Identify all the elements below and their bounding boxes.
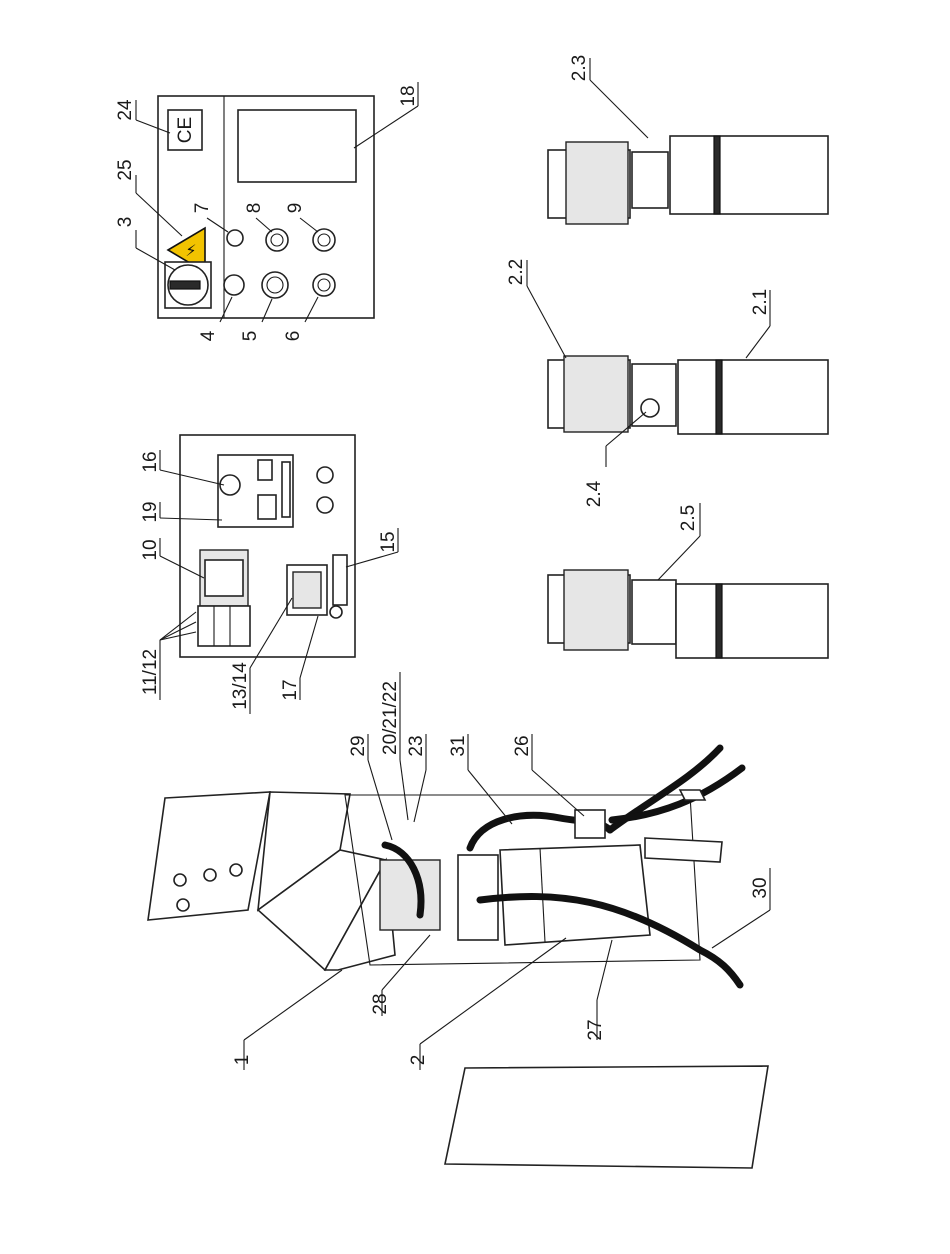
- label-8: 8: [244, 203, 265, 214]
- power-pack-variant-2: [548, 356, 828, 434]
- label-28: 28: [370, 993, 391, 1014]
- label-13-14: 13/14: [230, 662, 251, 710]
- up-button: [266, 229, 288, 251]
- label-29: 29: [348, 735, 369, 756]
- label-16: 16: [140, 451, 161, 472]
- label-24: 24: [115, 99, 136, 121]
- label-25: 25: [115, 159, 136, 180]
- side-cover-panel: [445, 1066, 768, 1168]
- label-10: 10: [140, 539, 161, 560]
- label-4: 4: [198, 330, 219, 341]
- label-9: 9: [285, 203, 306, 214]
- label-15: 15: [378, 531, 399, 552]
- label-30: 30: [750, 877, 771, 898]
- label-18: 18: [398, 85, 419, 106]
- label-17: 17: [280, 679, 301, 700]
- label-2-2: 2.2: [506, 259, 527, 285]
- main-switch: [165, 262, 211, 308]
- label-26: 26: [512, 735, 533, 756]
- label-31: 31: [448, 735, 469, 756]
- label-19: 19: [140, 501, 161, 522]
- label-11-12: 11/12: [140, 649, 161, 695]
- label-2-4: 2.4: [584, 480, 605, 507]
- cabinet-assembly: [148, 748, 742, 985]
- label-2: 2: [408, 1055, 429, 1066]
- label-20-21-22: 20/21/22: [380, 681, 401, 755]
- down-button: [313, 274, 335, 296]
- control-panel-front: CE ⚡: [158, 96, 374, 318]
- svg-text:⚡: ⚡: [185, 241, 196, 260]
- emergency-button: [262, 272, 288, 298]
- label-3: 3: [115, 217, 136, 228]
- power-pack-variant-1: [548, 136, 828, 224]
- lower-button: [313, 229, 335, 251]
- power-pack-variant-3: [548, 570, 828, 658]
- lamp-indicator: [224, 275, 244, 295]
- label-7: 7: [192, 203, 213, 214]
- internal-electrical-panel: [180, 435, 355, 657]
- label-1: 1: [232, 1055, 253, 1066]
- label-27: 27: [585, 1019, 606, 1040]
- label-23: 23: [406, 735, 427, 756]
- horn-button: [227, 230, 243, 246]
- label-5: 5: [240, 331, 261, 342]
- label-2-5: 2.5: [678, 505, 699, 531]
- label-2-1: 2.1: [750, 289, 771, 315]
- label-6: 6: [283, 331, 304, 342]
- ce-mark: CE: [175, 117, 196, 143]
- label-2-3: 2.3: [569, 55, 590, 81]
